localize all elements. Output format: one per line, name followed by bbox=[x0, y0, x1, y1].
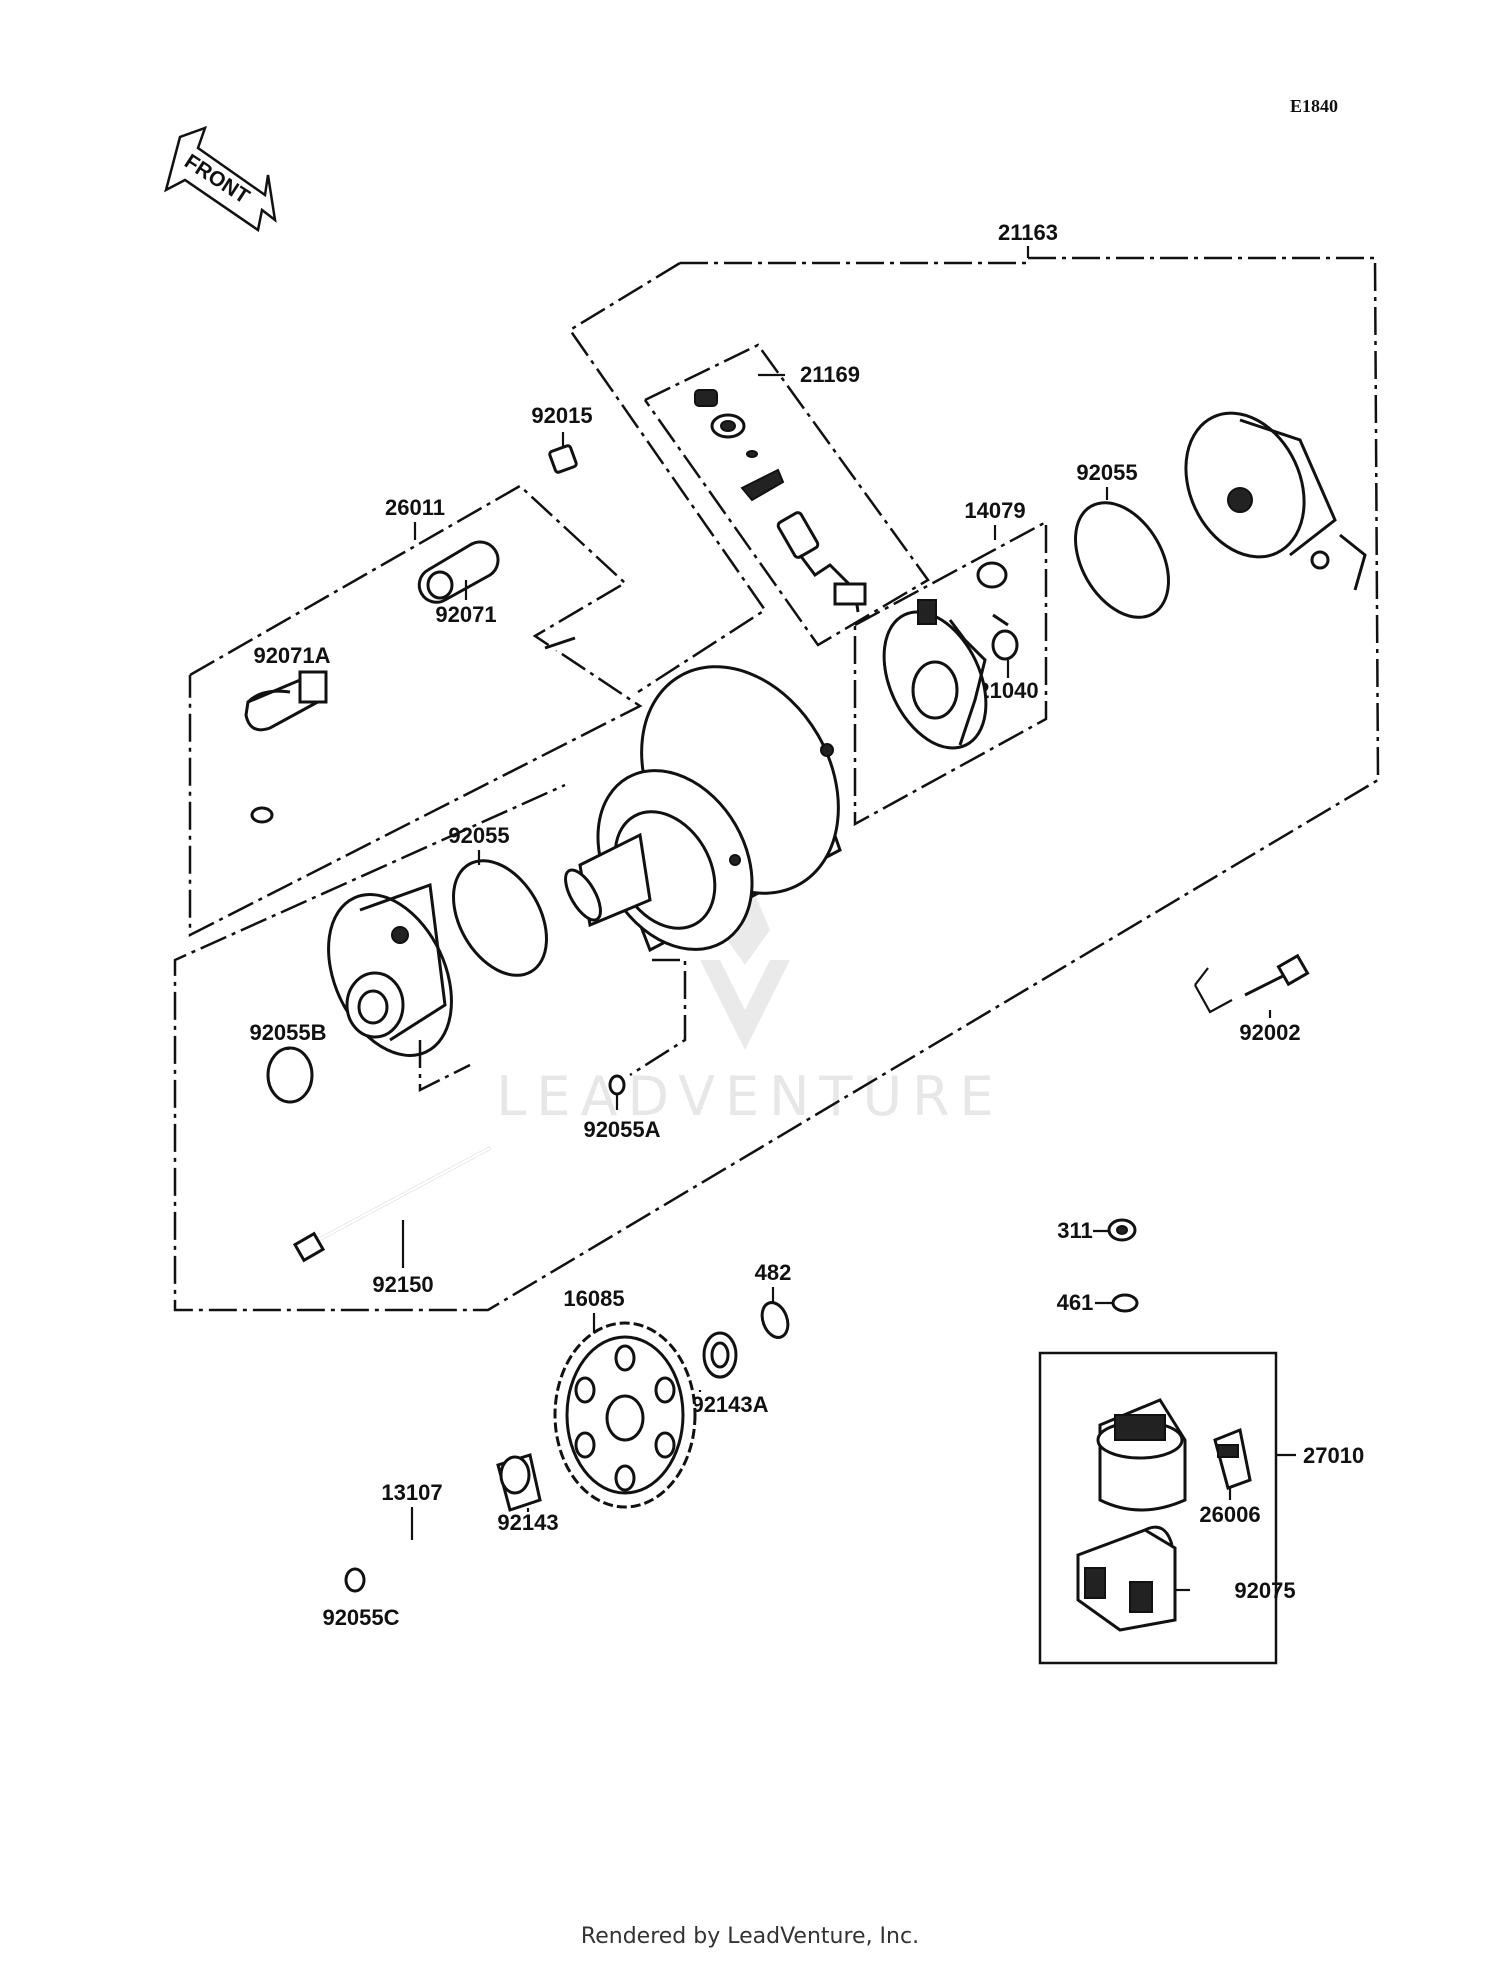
part-27010-relay bbox=[1096, 1398, 1187, 1512]
part-14079-brush-plate bbox=[882, 525, 1019, 750]
part-92002-bolt bbox=[1194, 953, 1310, 1018]
label-26011: 26011 bbox=[385, 495, 445, 520]
label-92071A: 92071A bbox=[253, 643, 330, 668]
part-92071-boot bbox=[417, 540, 500, 604]
part-13107-shaft bbox=[383, 1498, 477, 1587]
watermark-text: LEADVENTURE bbox=[496, 1065, 1003, 1128]
label-14079: 14079 bbox=[964, 498, 1025, 523]
label-92071: 92071 bbox=[435, 602, 496, 627]
part-end-cover-rear bbox=[1184, 411, 1367, 591]
part-92055A-ring bbox=[608, 958, 687, 1110]
part-92055-oring-top bbox=[1074, 501, 1170, 619]
part-21169-brush-set bbox=[694, 389, 867, 613]
label-92150: 92150 bbox=[372, 1272, 433, 1297]
label-92055A: 92055A bbox=[583, 1117, 660, 1142]
part-26006-fuse bbox=[1213, 1427, 1252, 1500]
part-26011-lead bbox=[250, 522, 576, 824]
watermark: LEADVENTURE bbox=[496, 870, 1003, 1128]
frame-21169-outer bbox=[568, 261, 767, 694]
label-92055B: 92055B bbox=[249, 1020, 326, 1045]
part-482-circlip bbox=[760, 1287, 790, 1339]
label-92015: 92015 bbox=[531, 403, 592, 428]
part-starter-motor-body bbox=[564, 665, 842, 953]
frame-27010 bbox=[1038, 1351, 1278, 1665]
part-front-cover bbox=[327, 882, 471, 1093]
part-92143-bushing bbox=[496, 1453, 542, 1512]
label-16085: 16085 bbox=[563, 1286, 624, 1311]
frame-14079 bbox=[853, 519, 1048, 827]
label-21040: 21040 bbox=[977, 678, 1038, 703]
part-92055C-ring bbox=[344, 1567, 366, 1593]
label-311: 311 bbox=[1057, 1218, 1093, 1243]
frame-26011 bbox=[188, 484, 643, 938]
label-461: 461 bbox=[1057, 1290, 1094, 1315]
footer-credit: Rendered by LeadVenture, Inc. bbox=[580, 1924, 920, 1949]
label-92055C: 92055C bbox=[322, 1605, 399, 1630]
label-21163: 21163 bbox=[998, 220, 1058, 245]
label-92143A: 92143A bbox=[691, 1392, 768, 1417]
assembly-frame-21163 bbox=[173, 256, 1380, 1312]
label-92075: 92075 bbox=[1234, 1578, 1295, 1603]
label-92055-top: 92055 bbox=[1076, 460, 1137, 485]
part-92143A-bushing bbox=[698, 1331, 738, 1392]
part-92071A-boot bbox=[244, 670, 328, 732]
part-92055B-ring bbox=[266, 1046, 314, 1104]
label-92143: 92143 bbox=[497, 1510, 558, 1535]
label-482: 482 bbox=[755, 1260, 792, 1285]
label-21169: 21169 bbox=[800, 362, 860, 387]
part-92015-nut bbox=[548, 432, 578, 474]
label-92002: 92002 bbox=[1239, 1020, 1300, 1045]
label-92055-mid: 92055 bbox=[448, 823, 509, 848]
frame-21169-inner bbox=[643, 343, 930, 647]
label-27010: 27010 bbox=[1303, 1443, 1364, 1468]
diagram-code: E1840 bbox=[1290, 96, 1338, 116]
part-92075-case bbox=[1076, 1525, 1190, 1632]
label-13107: 13107 bbox=[381, 1480, 442, 1505]
part-311-nut bbox=[1093, 1218, 1137, 1242]
label-26006: 26006 bbox=[1199, 1502, 1260, 1527]
part-92150-through-bolt bbox=[292, 1146, 491, 1268]
part-461-washer bbox=[1095, 1293, 1139, 1313]
part-16085-gear bbox=[553, 1313, 697, 1509]
front-arrow-icon: FRONT bbox=[164, 125, 277, 233]
part-92055-oring-mid bbox=[452, 859, 548, 977]
